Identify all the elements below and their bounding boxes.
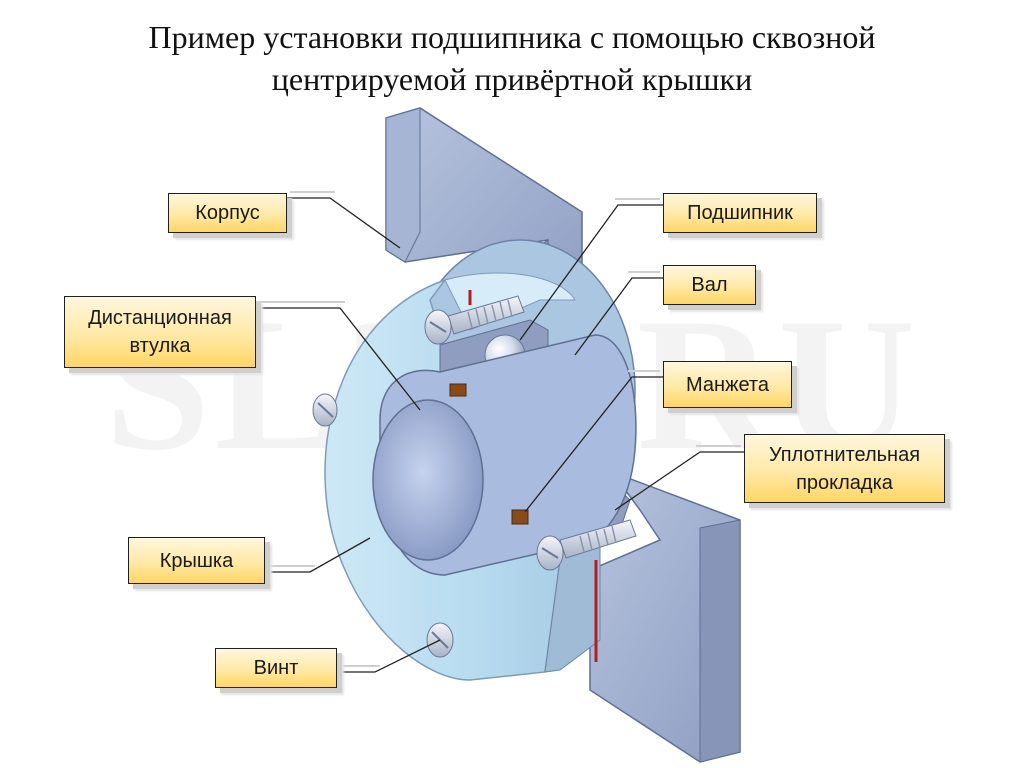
label-val: Вал xyxy=(663,265,756,305)
label-kryshka: Крышка xyxy=(128,537,265,584)
upper-screw xyxy=(424,295,525,345)
label-vint: Винт xyxy=(215,648,337,688)
label-manzheta: Манжета xyxy=(663,361,792,408)
page-title-line-2: центрируемой привёртной крышки xyxy=(271,61,753,97)
label-distantsionnaya-vtulka: Дистанционная втулка xyxy=(64,296,256,368)
label-uplotnitelnaya-prokladka: Уплотнительная прокладка xyxy=(744,434,945,503)
label-korpus: Корпус xyxy=(168,193,287,233)
label-podshipnik: Подшипник xyxy=(663,193,817,233)
leader-lines xyxy=(255,197,744,673)
lower-screw xyxy=(536,519,637,571)
page-title-line-1: Пример установки подшипника с помощью ск… xyxy=(148,19,876,55)
page-title: Пример установки подшипника с помощью ск… xyxy=(0,16,1024,100)
